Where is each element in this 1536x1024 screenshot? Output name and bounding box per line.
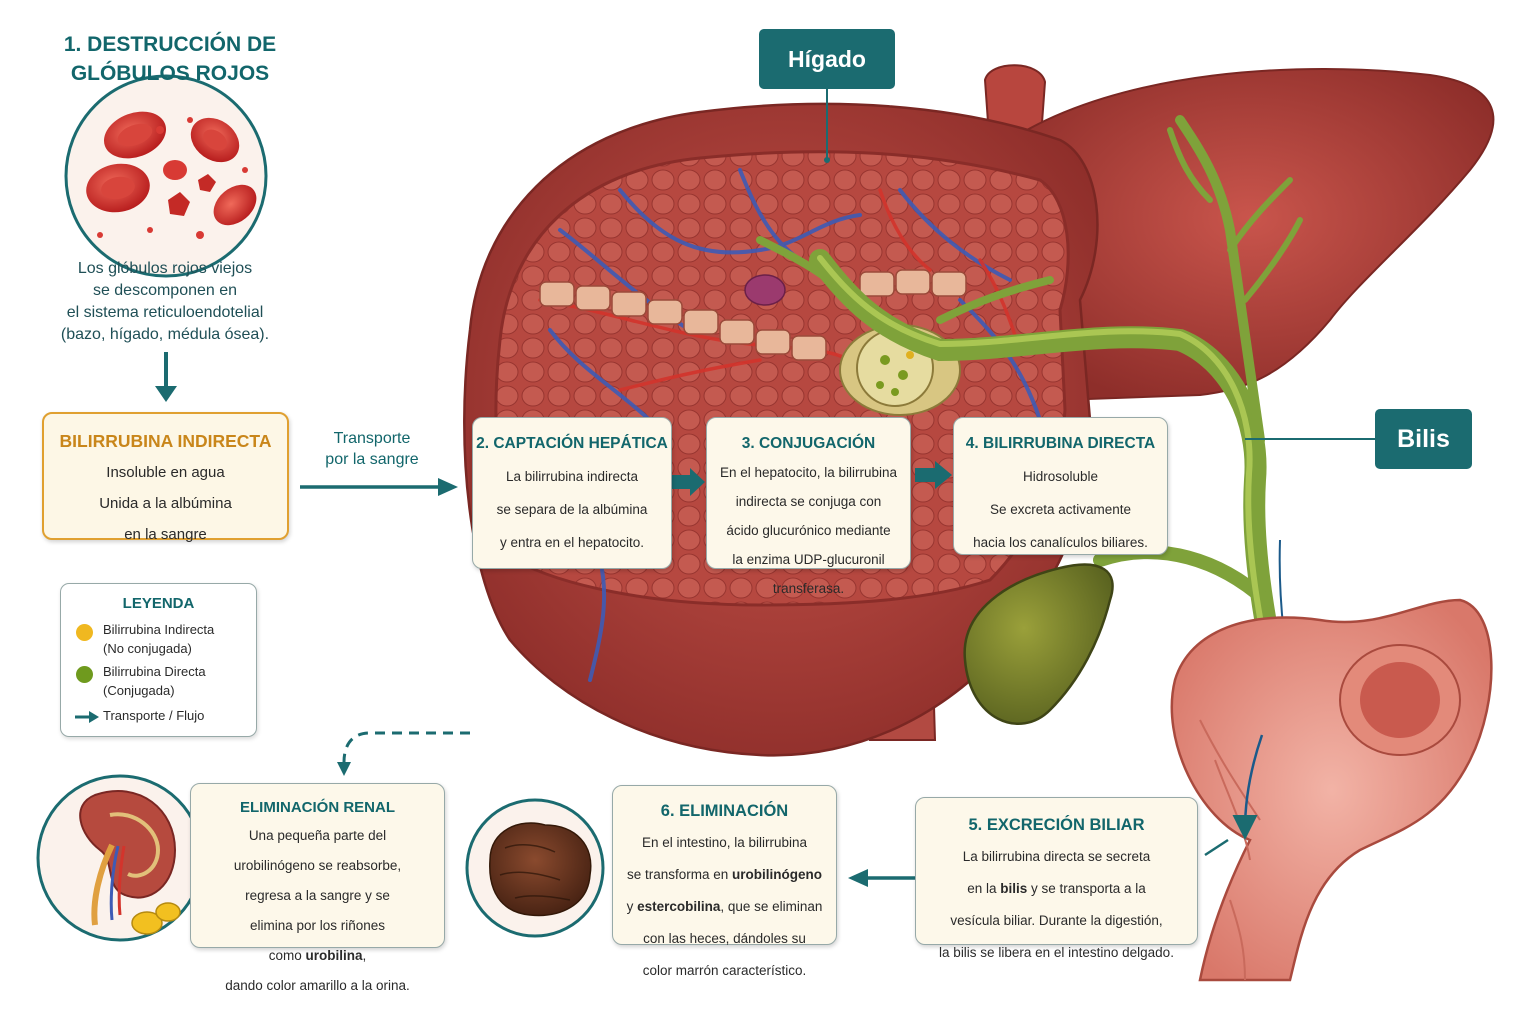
renal-line6: dando color amarillo a la orina. [225,978,410,993]
step6-line3: y estercobilina, que se eliminan [613,897,836,917]
renal-line3: regresa a la sangre y se [245,888,390,903]
step5-title: 5. EXCRECIÓN BILIAR [968,816,1145,834]
legend-item-direct: Bilirrubina Directa (Conjugada) [103,662,206,700]
indirect-line3: en la sangre [124,526,207,543]
step1-title: 1. DESTRUCCIÓN DE GLÓBULOS ROJOS [40,30,300,88]
legend-item-flow: Transporte / Flujo [103,708,205,723]
renal-line5-pre: como [268,948,306,963]
step3-title: 3. CONJUGACIÓN [741,435,876,452]
blood-transport-label: Transporte por la sangre [300,428,444,470]
step6-line4: con las heces, dándoles su [643,931,806,946]
indirect-line1: Insoluble en agua [106,464,225,481]
bile-label: Bilis [1375,409,1472,469]
legend-item1-line2: (No conjugada) [103,641,192,656]
renal-line2: urobilinógeno se reabsorbe, [233,858,402,873]
step1-text-line4: (bazo, hígado, médula ósea). [60,326,270,343]
step5-line2-pre: en la [967,881,1001,896]
legend-item-indirect: Bilirrubina Indirecta (No conjugada) [103,620,214,658]
renal-title: ELIMINACIÓN RENAL [240,799,395,816]
step6-line3-post: , que se eliminan [720,899,823,914]
step5-line4: la bilis se libera en el intestino delga… [939,945,1174,960]
step2-title: 2. CAPTACIÓN HEPÁTICA [476,435,668,452]
indirect-bilirubin-box: BILIRRUBINA INDIRECTA Insoluble en agua … [42,412,289,543]
legend-item1-line1: Bilirrubina Indirecta [103,622,215,637]
transport-line2: por la sangre [325,451,419,468]
renal-line5-post: , [362,948,367,963]
renal-elimination-box: ELIMINACIÓN RENAL Una pequeña parte del … [190,783,445,993]
urobilina-term: urobilina [305,948,363,963]
step3-line5: transferasa. [772,581,845,596]
indirect-line2: Unida a la albúmina [99,495,232,512]
step6-line1: En el intestino, la bilirrubina [641,835,808,850]
step2-line3: y entra en el hepatocito. [499,535,645,550]
step1-text-line1: Los glóbulos rojos viejos [77,260,253,277]
renal-line4: elimina por los riñones [249,918,386,933]
renal-line1: Una pequeña parte del [248,828,387,843]
bilis-term: bilis [1000,881,1028,896]
step3-line2: indirecta se conjuga con [735,494,882,509]
step6-line2-pre: se transforma en [626,867,733,882]
step5-biliary-excretion-box: 5. EXCRECIÓN BILIAR La bilirrubina direc… [915,797,1198,960]
step6-line3-pre: y [626,899,638,914]
step5-line2-post: y se transporta a la [1027,881,1146,896]
legend-item2-line2: (Conjugada) [103,683,175,698]
step5-line1: La bilirrubina directa se secreta [962,849,1151,864]
step4-line3: hacia los canalículos biliares. [973,535,1148,550]
indirect-bilirubin-dot-icon [76,624,93,641]
step2-line2: se separa de la albúmina [496,502,648,517]
flow-arrow-icon [75,711,99,723]
direct-bilirubin-dot-icon [76,666,93,683]
step5-line3: vesícula biliar. Durante la digestión, [950,913,1163,928]
step4-line2: Se excreta activamente [989,502,1132,517]
step1-text-line3: el sistema reticuloendotelial [66,304,264,321]
step1-text-line2: se descomponen en [92,282,238,299]
step3-line1: En el hepatocito, la bilirrubina [719,465,898,480]
step3-line3: ácido glucurónico mediante [726,523,891,538]
step3-line4: la enzima UDP-glucuronil [732,552,885,567]
step6-line5: color marrón característico. [642,963,807,978]
step2-line1: La bilirrubina indirecta [505,469,639,484]
legend-item2-line1: Bilirrubina Directa [103,664,206,679]
urobilinogeno-term: urobilinógeno [732,867,823,882]
renal-line5: como urobilina, [191,946,444,966]
step1-title-line2: GLÓBULOS ROJOS [70,62,270,85]
step3-conjugation-box: 3. CONJUGACIÓN En el hepatocito, la bili… [706,417,911,596]
step4-line1: Hidrosoluble [1022,469,1099,484]
step5-line2: en la bilis y se transporta a la [916,879,1197,899]
indirect-bilirubin-title: BILIRRUBINA INDIRECTA [59,431,272,451]
step6-elimination-box: 6. ELIMINACIÓN En el intestino, la bilir… [612,785,837,978]
transport-line1: Transporte [333,430,411,447]
step2-hepatic-uptake-box: 2. CAPTACIÓN HEPÁTICA La bilirrubina ind… [472,417,672,569]
liver-label: Hígado [759,29,895,89]
legend: LEYENDA Bilirrubina Indirecta (No conjug… [60,583,257,737]
step1-description: Los glóbulos rojos viejos se descomponen… [30,258,300,346]
step6-title: 6. ELIMINACIÓN [660,802,789,820]
step6-line2: se transforma en urobilinógeno [613,865,836,885]
step4-title: 4. BILIRRUBINA DIRECTA [965,435,1156,452]
step1-title-line1: 1. DESTRUCCIÓN DE [63,33,277,56]
step4-direct-bilirubin-box: 4. BILIRRUBINA DIRECTA Hidrosoluble Se e… [953,417,1168,555]
estercobilina-term: estercobilina [637,899,721,914]
legend-title: LEYENDA [122,595,195,612]
